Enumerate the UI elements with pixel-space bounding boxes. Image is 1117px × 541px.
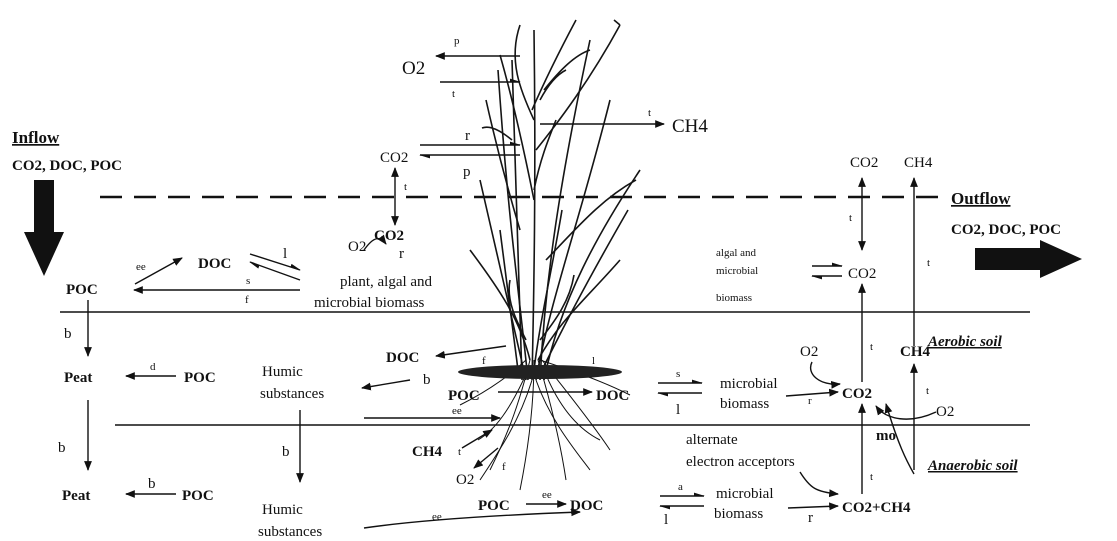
svg-text:t: t — [458, 446, 461, 458]
inflow-heading: Inflow — [12, 128, 60, 147]
methane-oxidation-label: mo — [876, 428, 896, 444]
plant-icon — [458, 20, 640, 490]
outflow-block: Outflow CO2, DOC, POC — [951, 189, 1082, 278]
svg-text:r: r — [808, 395, 812, 407]
svg-text:ee: ee — [542, 489, 552, 501]
svg-text:s: s — [676, 368, 680, 380]
outflow-arrow-icon — [975, 240, 1082, 278]
svg-text:s: s — [246, 275, 250, 287]
svg-text:t: t — [870, 471, 873, 483]
water-co2: CO2 — [380, 150, 408, 166]
water-o2: O2 — [348, 239, 366, 255]
aerobic-peat: Peat — [64, 370, 92, 386]
anaerobic-humic-line2: substances — [258, 524, 322, 540]
anaerobic-soil-group: Anaerobic soil b Peat b POC b Humic subs… — [58, 400, 1018, 540]
svg-text:ee: ee — [452, 405, 462, 417]
anaerobic-doc-mid: DOC — [570, 498, 603, 514]
aerobic-o2: O2 — [800, 344, 818, 360]
aerobic-o2-right: O2 — [936, 404, 954, 420]
aerobic-ch4: CH4 — [900, 344, 931, 360]
aerobic-humic-line1: Humic — [262, 364, 303, 380]
acceptors-line1: alternate — [686, 432, 738, 448]
svg-text:b: b — [423, 372, 431, 388]
inflow-arrow-icon — [24, 180, 64, 276]
anaerobic-peat: Peat — [62, 488, 90, 504]
svg-text:t: t — [926, 385, 929, 397]
aerobic-doc-left: DOC — [386, 350, 419, 366]
anaerobic-soil-label: Anaerobic soil — [927, 458, 1018, 474]
svg-text:r: r — [399, 246, 404, 262]
svg-text:b: b — [148, 476, 156, 492]
svg-text:t: t — [404, 181, 407, 193]
svg-text:t: t — [648, 107, 651, 119]
svg-text:p: p — [454, 35, 460, 47]
water-co2-right: CO2 — [848, 266, 876, 282]
svg-text:b: b — [282, 444, 290, 460]
svg-text:t: t — [927, 257, 930, 269]
inflow-items: CO2, DOC, POC — [12, 158, 122, 174]
inflow-block: Inflow CO2, DOC, POC — [12, 128, 122, 276]
water-doc: DOC — [198, 256, 231, 272]
atmosphere-ch4: CH4 — [672, 116, 708, 137]
svg-text:t: t — [452, 88, 455, 100]
water-poc: POC — [66, 282, 98, 298]
acceptors-line2: electron acceptors — [686, 454, 795, 470]
anaerobic-biomass: biomass — [714, 506, 763, 522]
svg-text:f: f — [245, 294, 249, 306]
svg-text:b: b — [64, 326, 72, 342]
outflow-items: CO2, DOC, POC — [951, 222, 1061, 238]
anaerobic-microbial: microbial — [716, 486, 773, 502]
svg-text:t: t — [870, 341, 873, 353]
algal-line2: microbial — [716, 265, 758, 277]
svg-text:t: t — [849, 212, 852, 224]
aerobic-microbial: microbial — [720, 376, 777, 392]
aerobic-co2: CO2 — [842, 386, 872, 402]
outflow-co2: CO2 — [850, 155, 878, 171]
svg-text:ee: ee — [432, 511, 442, 523]
svg-text:a: a — [678, 481, 683, 493]
aerobic-humic-line2: substances — [260, 386, 324, 402]
svg-text:r: r — [808, 510, 813, 526]
aerobic-soil-label: Aerobic soil — [927, 334, 1003, 350]
water-co2-small: CO2 — [374, 228, 404, 244]
plant-biomass-line1: plant, algal and — [340, 274, 433, 290]
anaerobic-poc-mid: POC — [478, 498, 510, 514]
outflow-ch4: CH4 — [904, 155, 933, 171]
svg-text:b: b — [58, 440, 66, 456]
anaerobic-o2: O2 — [456, 472, 474, 488]
svg-text:p: p — [463, 164, 471, 180]
anaerobic-ch4: CH4 — [412, 444, 443, 460]
aerobic-poc-mid: POC — [448, 388, 480, 404]
algal-line3: biomass — [716, 292, 752, 304]
svg-text:f: f — [502, 461, 506, 473]
anaerobic-poc: POC — [182, 488, 214, 504]
svg-text:r: r — [465, 128, 470, 144]
atmosphere-o2: O2 — [402, 58, 425, 79]
svg-text:ee: ee — [136, 261, 146, 273]
anaerobic-co2-ch4: CO2+CH4 — [842, 500, 911, 516]
svg-text:l: l — [676, 402, 680, 418]
outflow-heading: Outflow — [951, 189, 1011, 208]
plant-biomass-line2: microbial biomass — [314, 295, 425, 311]
algal-line1: algal and — [716, 247, 757, 259]
anaerobic-humic-line1: Humic — [262, 502, 303, 518]
svg-text:l: l — [592, 355, 595, 367]
svg-text:f: f — [482, 355, 486, 367]
aerobic-doc-mid: DOC — [596, 388, 629, 404]
svg-text:l: l — [664, 512, 668, 528]
aerobic-poc: POC — [184, 370, 216, 386]
svg-text:d: d — [150, 361, 156, 373]
aerobic-biomass: biomass — [720, 396, 769, 412]
svg-text:l: l — [283, 246, 287, 262]
